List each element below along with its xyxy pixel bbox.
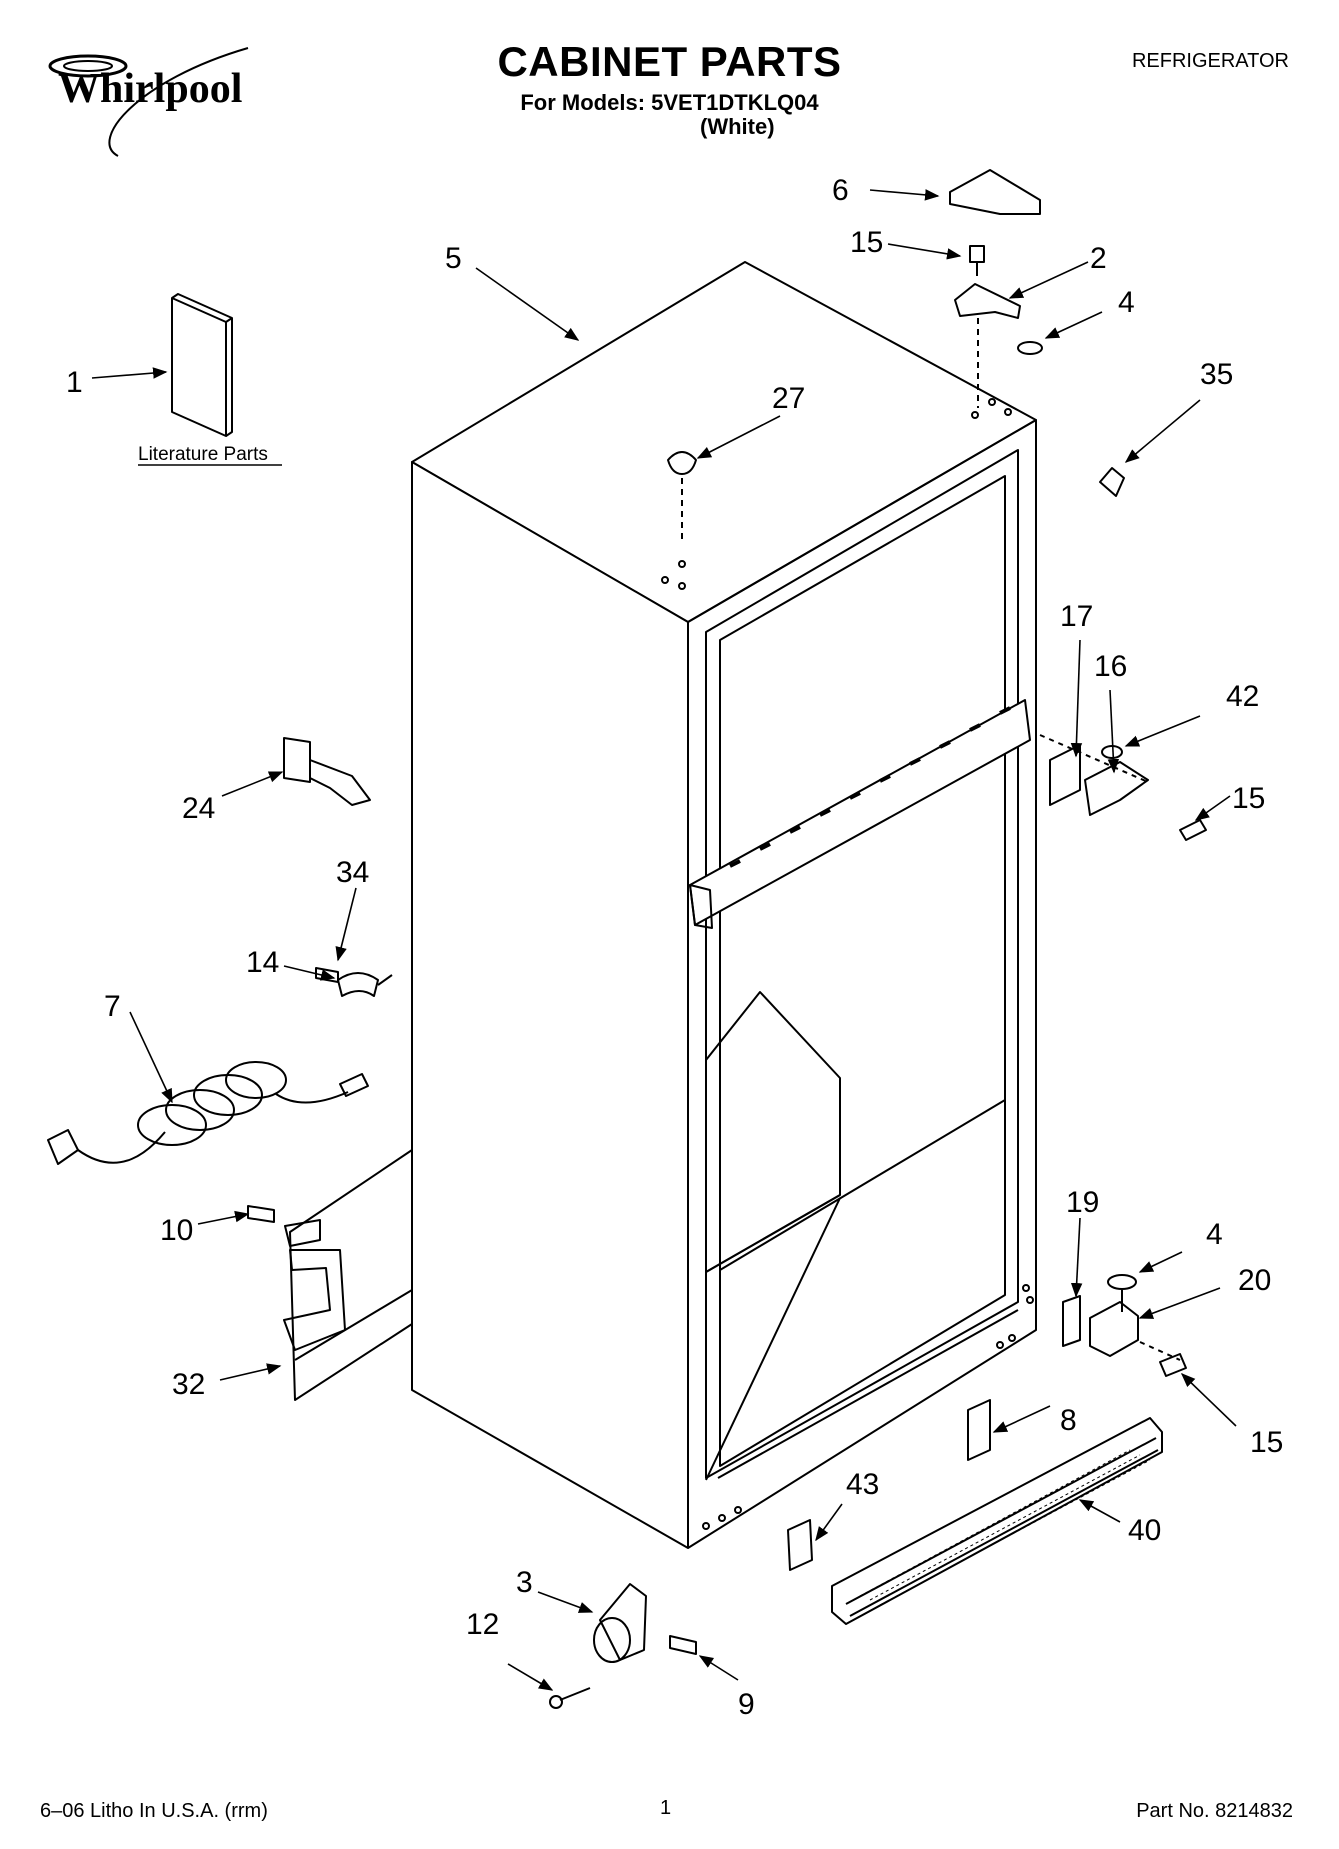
callout-34: 34 <box>336 856 369 889</box>
center-hinge-shim <box>1049 744 1081 806</box>
page-number: 1 <box>660 1797 672 1819</box>
brand-wordmark: Whirlpool <box>58 66 242 112</box>
callout-40: 40 <box>1128 1514 1161 1547</box>
callout-2: 2 <box>1090 242 1107 275</box>
part-number: Part No. 8214832 <box>1136 1800 1293 1822</box>
hole-plug-27 <box>667 451 697 475</box>
grille-clip-8 <box>967 1399 991 1461</box>
whirlpool-logo: Whirlpool <box>48 47 249 157</box>
center-hinge <box>1084 761 1149 816</box>
top-hinge-screw <box>969 245 985 276</box>
category-label: REFRIGERATOR <box>1131 50 1289 72</box>
leader-lines <box>91 189 1237 1691</box>
callout-9: 9 <box>738 1688 755 1721</box>
top-hinge <box>954 283 1021 319</box>
callout-1: 1 <box>66 366 83 399</box>
callout-35: 35 <box>1200 358 1233 391</box>
anti-tip-bracket <box>283 737 371 806</box>
callout-3: 3 <box>516 1566 533 1599</box>
hinge-cover <box>949 169 1041 215</box>
callout-7: 7 <box>104 990 121 1023</box>
callout-43: 43 <box>846 1468 879 1501</box>
cord-bracket <box>283 1219 346 1351</box>
callout-4-bottom: 4 <box>1206 1218 1223 1251</box>
callout-15-center: 15 <box>1232 782 1265 815</box>
callout-numbers: 1 2 3 4 4 5 6 7 8 9 10 12 14 15 15 15 15… <box>66 174 1283 1721</box>
callout-32: 32 <box>172 1368 205 1401</box>
cord-clip <box>337 972 379 997</box>
bottom-hinge <box>1089 1290 1139 1357</box>
callout-24: 24 <box>182 792 215 825</box>
callout-15-bottom: 15 <box>1250 1426 1283 1459</box>
callout-4-top: 4 <box>1118 286 1135 319</box>
callout-20: 20 <box>1238 1264 1271 1297</box>
page-title: CABINET PARTS <box>497 38 842 85</box>
grille-clip-43 <box>787 1519 813 1571</box>
callout-19: 19 <box>1066 1186 1099 1219</box>
callout-15-top: 15 <box>850 226 883 259</box>
callout-8: 8 <box>1060 1404 1077 1437</box>
power-cord <box>47 1061 369 1165</box>
color-line: (White) <box>700 114 775 139</box>
literature-parts-label: Literature Parts <box>138 444 268 465</box>
bottom-hinge-screw <box>1159 1353 1187 1377</box>
literature-book <box>171 293 233 437</box>
models-line: For Models: 5VET1DTKLQ04 <box>520 90 819 115</box>
callout-14: 14 <box>246 946 279 979</box>
roller-assembly <box>549 1583 697 1709</box>
callout-27: 27 <box>772 382 805 415</box>
bottom-washer <box>1107 1274 1137 1290</box>
cabinet <box>289 261 1037 1549</box>
callout-6: 6 <box>832 174 849 207</box>
top-washer <box>1017 341 1043 355</box>
callout-16: 16 <box>1094 650 1127 683</box>
center-hinge-screw <box>1179 819 1207 841</box>
callout-42: 42 <box>1226 680 1259 713</box>
bracket-screw <box>247 1205 275 1223</box>
footer-litho: 6–06 Litho In U.S.A. (rrm) <box>40 1800 268 1822</box>
bottom-hinge-shim <box>1062 1295 1081 1347</box>
hinge-hole-plug <box>1099 467 1125 497</box>
callout-17: 17 <box>1060 600 1093 633</box>
base-grille <box>831 1417 1163 1625</box>
callout-10: 10 <box>160 1214 193 1247</box>
center-washer <box>1101 745 1123 759</box>
callout-12: 12 <box>466 1608 499 1641</box>
callout-5: 5 <box>445 242 462 275</box>
